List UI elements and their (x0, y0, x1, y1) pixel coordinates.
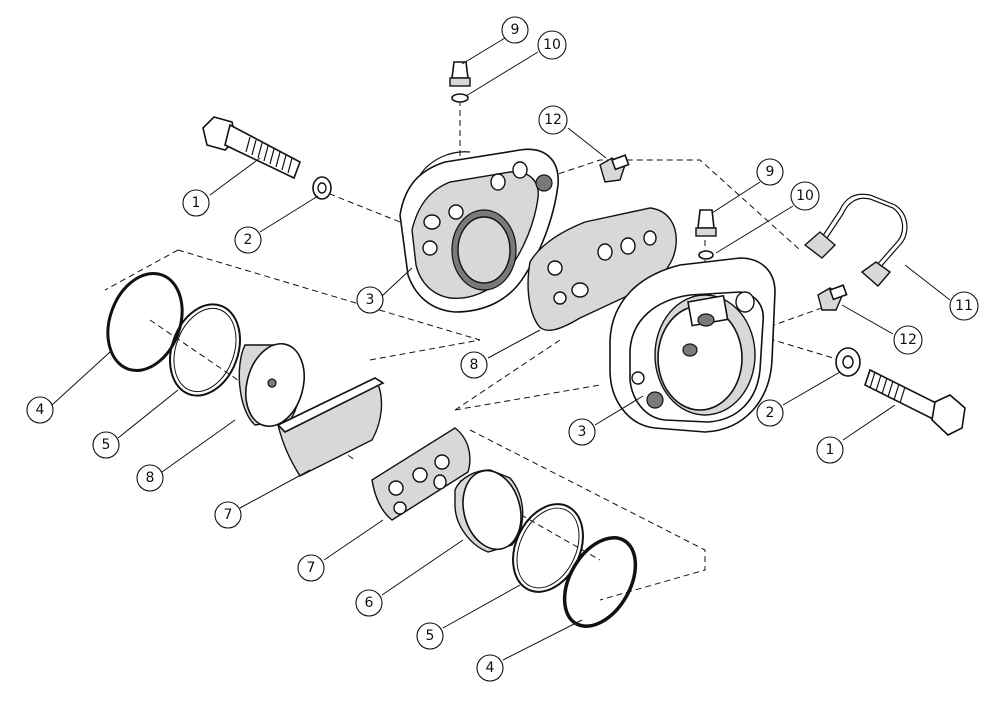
svg-text:11: 11 (955, 298, 973, 314)
callout-4-right: 4 (476, 654, 504, 682)
callout-9-top: 9 (501, 16, 529, 44)
bolt-left (202, 116, 301, 180)
svg-text:1: 1 (826, 442, 835, 458)
svg-text:4: 4 (36, 402, 45, 418)
svg-text:2: 2 (244, 232, 253, 248)
callouts: 9 10 12 1 2 3 4 5 (26, 16, 979, 682)
o-ring-right (562, 536, 638, 628)
callout-8-middle: 8 (460, 351, 488, 379)
svg-text:7: 7 (307, 560, 316, 576)
fitting-top (599, 154, 630, 183)
callout-1-right: 1 (816, 436, 844, 464)
leader-lines (51, 37, 951, 661)
callout-6-right: 6 (355, 589, 383, 617)
brake-pad-left (276, 377, 385, 477)
piston-right (454, 469, 524, 553)
callout-12-right: 12 (893, 325, 923, 355)
svg-text:5: 5 (426, 628, 435, 644)
callout-4-left: 4 (26, 396, 54, 424)
svg-text:3: 3 (366, 292, 375, 308)
callout-9-right: 9 (756, 158, 784, 186)
svg-text:6: 6 (365, 595, 374, 611)
callout-12-top: 12 (538, 105, 568, 135)
bleeder-screw-top (449, 61, 471, 103)
callout-5-left: 5 (92, 431, 120, 459)
callout-2-left: 2 (234, 226, 262, 254)
o-ring-left (106, 272, 184, 372)
washer-left (312, 176, 332, 200)
svg-text:4: 4 (486, 660, 495, 676)
bolt-right (864, 368, 966, 436)
seal-left (169, 303, 241, 397)
callout-3-right: 3 (568, 418, 596, 446)
svg-text:12: 12 (899, 332, 917, 348)
caliper-housing-left (399, 148, 559, 313)
svg-text:7: 7 (224, 507, 233, 523)
piston-left (238, 342, 305, 428)
washer-right (835, 347, 861, 377)
svg-text:8: 8 (146, 470, 155, 486)
callout-8-left: 8 (136, 464, 164, 492)
svg-text:1: 1 (192, 195, 201, 211)
callout-10-top: 10 (537, 30, 567, 60)
callout-11: 11 (949, 291, 979, 321)
pad-backing-plate (527, 207, 677, 332)
callout-7-left: 7 (214, 501, 242, 529)
callout-3-left: 3 (356, 286, 384, 314)
svg-text:9: 9 (511, 22, 520, 38)
svg-text:8: 8 (470, 357, 479, 373)
svg-text:10: 10 (796, 188, 814, 204)
callout-7-right: 7 (297, 554, 325, 582)
bleeder-screw-right (695, 209, 717, 260)
fitting-right (817, 284, 848, 311)
brake-pad-right (371, 427, 471, 521)
svg-text:12: 12 (544, 112, 562, 128)
callout-10-right: 10 (790, 181, 820, 211)
svg-text:3: 3 (578, 424, 587, 440)
brake-line (803, 193, 908, 287)
callout-1-left: 1 (182, 189, 210, 217)
svg-text:2: 2 (766, 405, 775, 421)
svg-text:9: 9 (766, 164, 775, 180)
svg-text:10: 10 (543, 37, 561, 53)
callout-2-right: 2 (756, 399, 784, 427)
callout-5-right: 5 (416, 622, 444, 650)
svg-text:5: 5 (102, 437, 111, 453)
caliper-housing-right (609, 257, 776, 433)
